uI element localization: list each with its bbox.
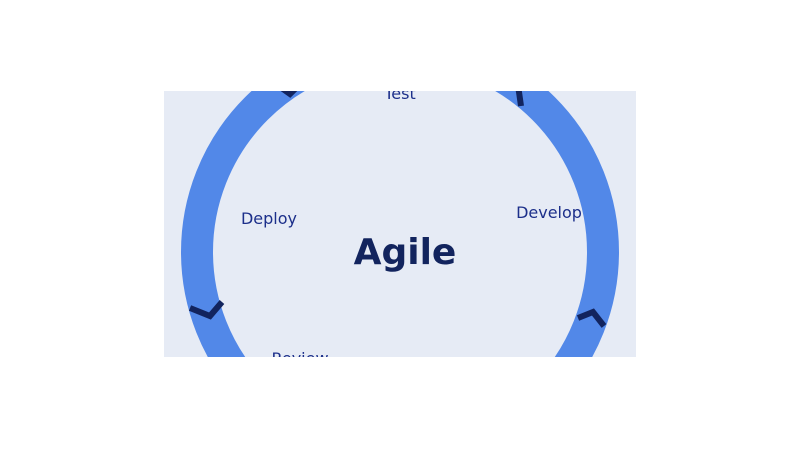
- arrow-mark-bottom-right: [576, 308, 607, 328]
- stage-label-test: Test: [383, 84, 416, 103]
- arrow-mark-top-right: [515, 91, 524, 107]
- cycle-ring: [181, 91, 619, 357]
- stage-label-develop: Develop: [516, 203, 582, 222]
- stage-label-deploy: Deploy: [241, 209, 297, 228]
- center-label: Agile: [354, 232, 457, 273]
- stage-label-review: Review: [271, 349, 328, 368]
- arrow-mark-bottom-left: [188, 300, 225, 320]
- arrow-mark-top-left: [280, 91, 298, 98]
